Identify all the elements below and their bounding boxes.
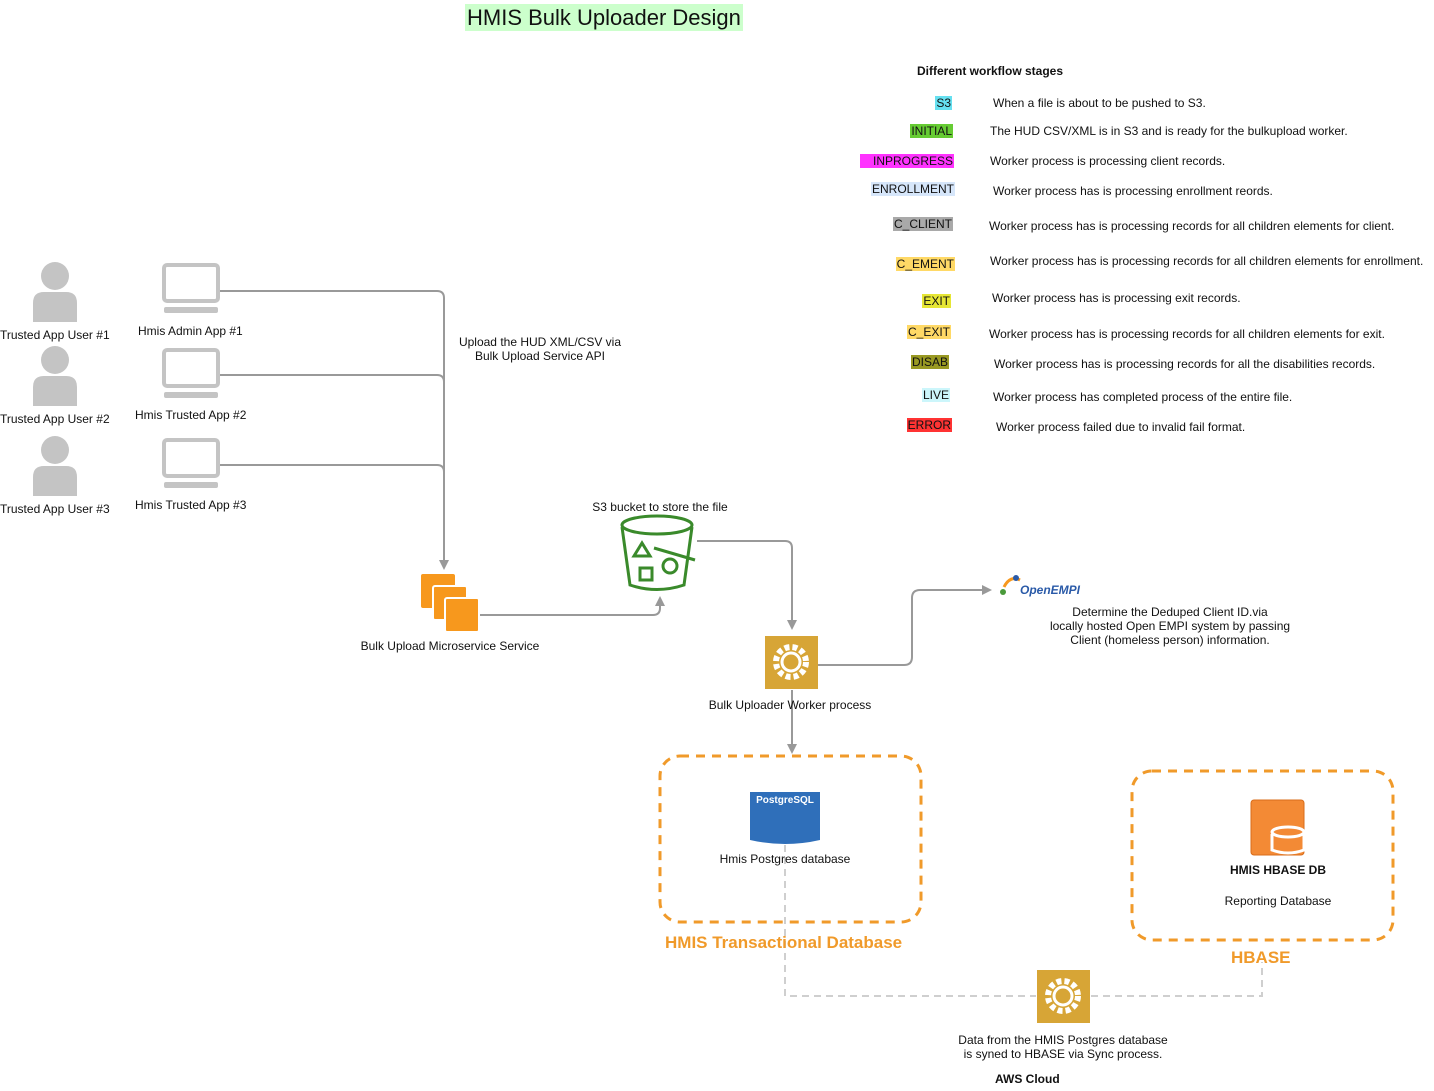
transactional-group-title: HMIS Transactional Database [665, 933, 903, 952]
connector-app1-service [219, 290, 449, 570]
hbase-db-subtitle: Reporting Database [1224, 894, 1332, 908]
worker-label: Bulk Uploader Worker process [708, 698, 872, 712]
stage-tag: C_EXIT [906, 325, 951, 339]
stage-description: When a file is about to be pushed to S3. [993, 96, 1206, 110]
hbase-db-title: HMIS HBASE DB [1229, 863, 1326, 877]
footer-label: AWS Cloud [995, 1072, 1060, 1086]
legend-heading: Different workflow stages [917, 64, 1064, 78]
laptop-icon [162, 263, 220, 313]
laptop-icon [162, 438, 220, 488]
openempi-logo: OpenEMPI [1000, 575, 1081, 597]
connector-app2-service [219, 374, 445, 400]
app-label: Hmis Trusted App #3 [135, 498, 247, 512]
user-icon [33, 346, 77, 406]
connector-app3-service [219, 464, 445, 490]
user-label: Trusted App User #2 [0, 412, 110, 426]
user-label: Trusted App User #3 [0, 502, 110, 516]
hbase-icon [1250, 799, 1306, 856]
stage-description: Worker process has is processing records… [989, 327, 1385, 341]
stage-tag: S3 [935, 96, 952, 110]
s3-bucket-icon [620, 514, 696, 591]
postgres-icon: PostgreSQL [750, 792, 820, 844]
hbase-group-title: HBASE [1231, 948, 1291, 967]
gear-icon [765, 636, 818, 689]
stage-description: Worker process is processing client reco… [990, 154, 1226, 168]
stage-tag: EXIT [922, 294, 951, 308]
stage-tag: ERROR [906, 418, 952, 432]
user-icon [33, 436, 77, 496]
stage-description: Worker process has is processing records… [994, 357, 1376, 371]
stage-tag: ENROLLMENT [870, 182, 955, 196]
stage-tag: DISAB [910, 355, 949, 369]
stage-tag: C_CLIENT [892, 217, 953, 231]
app-label: Hmis Admin App #1 [138, 324, 243, 338]
stage-description: Worker process failed due to invalid fai… [996, 420, 1246, 434]
stage-tag: INITIAL [910, 124, 953, 138]
connector-worker-openempi [818, 585, 992, 666]
sync-note: Data from the HMIS Postgres database is … [958, 1033, 1168, 1061]
transactional-group-box [658, 754, 923, 924]
user-icon [33, 262, 77, 322]
stage-tag: INPROGRESS [860, 154, 954, 168]
postgres-label: Hmis Postgres database [719, 852, 851, 866]
upload-note: Upload the HUD XML/CSV via Bulk Upload S… [458, 335, 622, 363]
openempi-note: Determine the Deduped Client ID.via loca… [1049, 605, 1291, 647]
stage-description: Worker process has is processing enrollm… [993, 184, 1273, 198]
stage-tag: C_EMENT [895, 257, 955, 271]
microservice-icon [421, 574, 480, 633]
connector-service-s3 [480, 596, 665, 616]
microservice-label: Bulk Upload Microservice Service [360, 639, 540, 653]
laptop-icon [162, 348, 220, 398]
connector-sync-dashed [784, 845, 1263, 997]
stage-description: Worker process has is processing records… [989, 219, 1395, 233]
gear-icon [1037, 970, 1090, 1023]
svg-text:PostgreSQL: PostgreSQL [756, 795, 814, 806]
stage-description: Worker process has completed process of … [993, 390, 1293, 404]
connector-s3-worker [697, 540, 797, 630]
stage-description: Worker process has is processing records… [990, 254, 1424, 268]
stage-description: Worker process has is processing exit re… [992, 291, 1241, 305]
svg-text:OpenEMPI: OpenEMPI [1020, 583, 1081, 597]
stage-description: The HUD CSV/XML is in S3 and is ready fo… [990, 124, 1348, 138]
app-label: Hmis Trusted App #2 [135, 408, 247, 422]
s3-label: S3 bucket to store the file [592, 500, 728, 514]
page-title: HMIS Bulk Uploader Design [465, 4, 743, 31]
stage-tag: LIVE [921, 388, 950, 402]
user-label: Trusted App User #1 [0, 328, 110, 342]
